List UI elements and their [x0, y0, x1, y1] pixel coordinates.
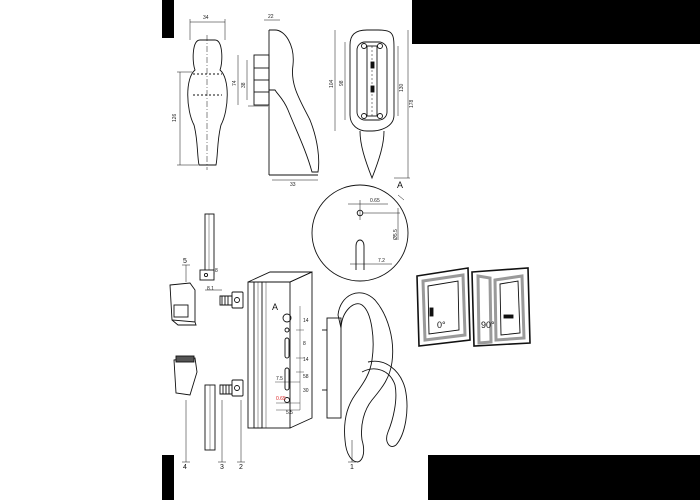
black-corner-top-right — [412, 0, 700, 44]
dim-side-top: 22 — [268, 14, 274, 20]
dim-front-width: 34 — [203, 15, 209, 21]
black-corner-bottom-left — [162, 455, 174, 500]
profile-dim-6: 7.5 — [276, 376, 283, 382]
detail-a-title: A — [397, 180, 403, 190]
detail-dim-3: 7.2 — [378, 258, 385, 264]
window-closed-angle: 0° — [437, 320, 446, 330]
part-label-5: 5 — [183, 258, 187, 265]
dim-front-height: 126 — [172, 113, 178, 122]
profile-dim-2: 8 — [303, 341, 306, 347]
part-label-3: 3 — [220, 464, 224, 471]
window-profile — [247, 271, 313, 429]
black-corner-bottom-right — [428, 455, 700, 500]
dim-rear-outer1: 130 — [399, 83, 405, 92]
dim-rear-outer2: 178 — [409, 99, 415, 108]
part-dim-b: 8 — [215, 268, 218, 274]
part-dim-a: 8.1 — [207, 286, 214, 292]
dim-side-bottom: 33 — [290, 182, 296, 188]
part-label-2: 2 — [239, 464, 243, 471]
front-view-handle — [177, 19, 228, 170]
dim-rear-inner2: 104 — [329, 79, 335, 88]
window-closed — [416, 267, 471, 347]
black-corner-top-left — [162, 0, 174, 38]
part-label-1: 1 — [350, 464, 354, 471]
detail-dim-2: Ø5.5 — [393, 229, 399, 240]
profile-label-a: A — [272, 302, 278, 312]
side-view-handle — [237, 19, 320, 181]
parts-exploded — [169, 213, 245, 463]
profile-dim-5: 30 — [303, 388, 309, 394]
window-open-angle: 90° — [481, 320, 495, 330]
profile-dim-8: 5.5 — [286, 410, 293, 416]
detail-a-circle — [311, 184, 409, 282]
dim-rear-inner1: 98 — [339, 80, 345, 86]
profile-dim-1: 14 — [303, 318, 309, 324]
profile-dim-3: 14 — [303, 357, 309, 363]
profile-dim-7: 0.65 — [276, 396, 286, 402]
profile-dim-4: 58 — [303, 374, 309, 380]
dim-side-inner: 38 — [241, 82, 247, 88]
window-open — [471, 267, 531, 347]
detail-dim-1: 0.65 — [370, 198, 380, 204]
rear-view-baseplate — [334, 29, 410, 180]
dim-side-body: 74 — [232, 80, 238, 86]
installed-handle — [322, 292, 408, 463]
part-label-4: 4 — [183, 464, 187, 471]
